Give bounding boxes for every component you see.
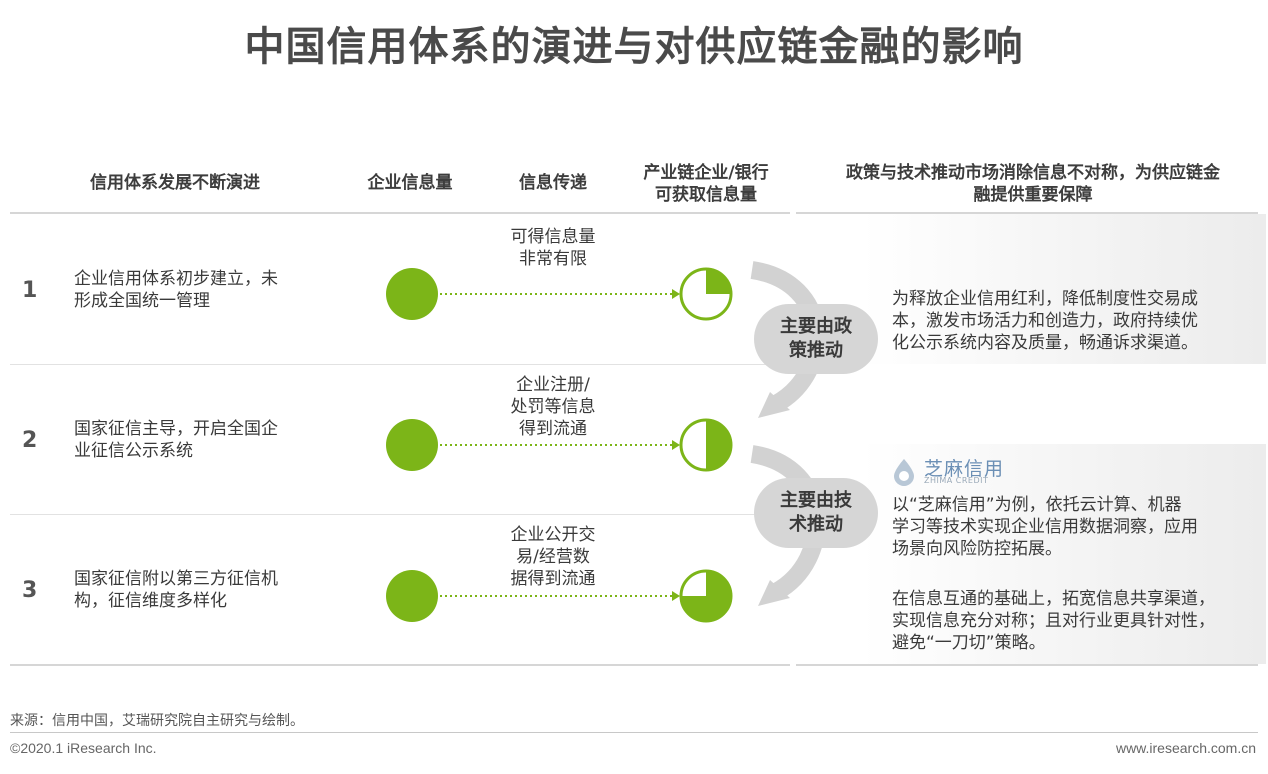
transfer-label-3-line2: 易/经营数 — [516, 547, 590, 567]
transfer-label-3-line3: 据得到流通 — [510, 569, 596, 589]
policy-panel — [862, 214, 1266, 364]
header-divider-right — [796, 212, 1258, 214]
tech-panel-p2-line3: 避免“一刀切”策略。 — [892, 633, 1046, 653]
policy-driver-pill: 主要由政 策推动 — [754, 304, 878, 374]
header-obtainable-line2: 可获取信息量 — [655, 185, 757, 205]
row-divider-1 — [10, 364, 790, 365]
logo-name: 芝麻信用 — [924, 458, 1005, 480]
header-info-volume: 企业信息量 — [367, 173, 453, 193]
source-note: 来源：信用中国，艾瑞研究院自主研究与绘制。 — [10, 713, 304, 729]
transfer-label-2-line1: 企业注册/ — [516, 375, 590, 395]
transfer-arrowhead-1 — [672, 289, 680, 299]
zhima-credit-logo — [894, 459, 914, 486]
info-volume-circle-1 — [386, 268, 438, 320]
transfer-label-1-line1: 可得信息量 — [510, 227, 596, 247]
policy-panel-line2: 本，激发市场活力和创造力，政府持续优 — [892, 311, 1198, 331]
header-policy-line2: 融提供重要保障 — [973, 185, 1093, 205]
transfer-label-1-line2: 非常有限 — [519, 249, 587, 269]
tech-panel-p2-line1: 在信息互通的基础上，拓宽信息共享渠道， — [892, 589, 1215, 609]
tech-panel-p1-line1: 以“芝麻信用”为例，依托云计算、机器 — [892, 495, 1182, 515]
header-policy: 政策与技术推动市场消除信息不对称，为供应链金 融提供重要保障 — [800, 162, 1266, 206]
header-obtainable-line1: 产业链企业/银行 — [643, 163, 769, 183]
row-text-1: 企业信用体系初步建立，未 形成全国统一管理 — [74, 268, 324, 312]
obtainable-pie-fill-3 — [682, 572, 730, 620]
header-evolution: 信用体系发展不断演进 — [90, 173, 260, 193]
transfer-label-3: 企业公开交 易/经营数 据得到流通 — [480, 524, 626, 590]
transfer-label-2: 企业注册/ 处罚等信息 得到流通 — [480, 374, 626, 440]
transfer-arrowhead-3 — [672, 591, 680, 601]
obtainable-pie-3 — [679, 569, 733, 623]
row-text-3-line2: 构，征信维度多样化 — [74, 591, 227, 611]
tech-driver-pill: 主要由技 术推动 — [754, 478, 878, 548]
header-policy-line1: 政策与技术推动市场消除信息不对称，为供应链金 — [846, 163, 1220, 183]
tech-panel-para1: 以“芝麻信用”为例，依托云计算、机器 学习等技术实现企业信用数据洞察，应用 场景… — [892, 494, 1254, 560]
policy-panel-text: 为释放企业信用红利，降低制度性交易成 本，激发市场活力和创造力，政府持续优 化公… — [892, 288, 1254, 354]
row-number-3: 3 — [22, 578, 38, 603]
tech-panel-para2: 在信息互通的基础上，拓宽信息共享渠道， 实现信息充分对称；且对行业更具针对性， … — [892, 588, 1254, 654]
table-bottom-right — [796, 664, 1258, 666]
policy-panel-line3: 化公示系统内容及质量，畅通诉求渠道。 — [892, 333, 1198, 353]
obtainable-pie-1 — [679, 267, 733, 321]
transfer-label-2-line2: 处罚等信息 — [510, 397, 596, 417]
obtainable-pie-2 — [679, 418, 733, 472]
transfer-label-1: 可得信息量 非常有限 — [480, 226, 626, 270]
tech-driver-line2: 术推动 — [789, 514, 843, 535]
page-title: 中国信用体系的演进与对供应链金融的影响 — [244, 24, 1024, 70]
policy-curve-arrowhead — [758, 392, 790, 418]
tech-panel — [862, 444, 1266, 664]
transfer-arrowhead-2 — [672, 440, 680, 450]
logo-subtitle: ZHIMA CREDIT — [924, 476, 989, 485]
obtainable-pie-fill-1 — [706, 270, 730, 294]
obtainable-pie-fill-2 — [706, 421, 730, 469]
row-text-1-line2: 形成全国统一管理 — [74, 291, 210, 311]
info-volume-circle-2 — [386, 419, 438, 471]
header-divider-left — [10, 212, 790, 214]
copyright: ©2020.1 iResearch Inc. — [10, 740, 157, 756]
transfer-label-3-line1: 企业公开交 — [510, 525, 596, 545]
row-number-1: 1 — [22, 278, 38, 303]
policy-driver-line2: 策推动 — [789, 340, 843, 361]
tech-curve-arrowhead — [758, 580, 790, 606]
row-text-2: 国家征信主导，开启全国企 业征信公示系统 — [74, 418, 324, 462]
header-obtainable: 产业链企业/银行 可获取信息量 — [620, 162, 792, 206]
footer-divider — [10, 732, 1258, 733]
tech-driver-line1: 主要由技 — [780, 490, 852, 511]
policy-panel-line1: 为释放企业信用红利，降低制度性交易成 — [892, 289, 1198, 309]
info-volume-circle-3 — [386, 570, 438, 622]
header-info-transfer: 信息传递 — [519, 173, 587, 193]
transfer-label-2-line3: 得到流通 — [519, 419, 587, 439]
row-number-2: 2 — [22, 428, 38, 453]
tech-panel-p1-line3: 场景向风险防控拓展。 — [892, 539, 1062, 559]
table-bottom-left — [10, 664, 790, 666]
policy-driver-line1: 主要由政 — [780, 316, 852, 337]
row-text-2-line2: 业征信公示系统 — [74, 441, 193, 461]
tech-panel-p1-line2: 学习等技术实现企业信用数据洞察，应用 — [892, 517, 1198, 537]
row-divider-2 — [10, 514, 790, 515]
tech-panel-p2-line2: 实现信息充分对称；且对行业更具针对性， — [892, 611, 1215, 631]
row-text-3-line1: 国家征信附以第三方征信机 — [74, 569, 278, 589]
row-text-3: 国家征信附以第三方征信机 构，征信维度多样化 — [74, 568, 324, 612]
row-text-2-line1: 国家征信主导，开启全国企 — [74, 419, 278, 439]
row-text-1-line1: 企业信用体系初步建立，未 — [74, 269, 278, 289]
website-link[interactable]: www.iresearch.com.cn — [1115, 740, 1256, 756]
